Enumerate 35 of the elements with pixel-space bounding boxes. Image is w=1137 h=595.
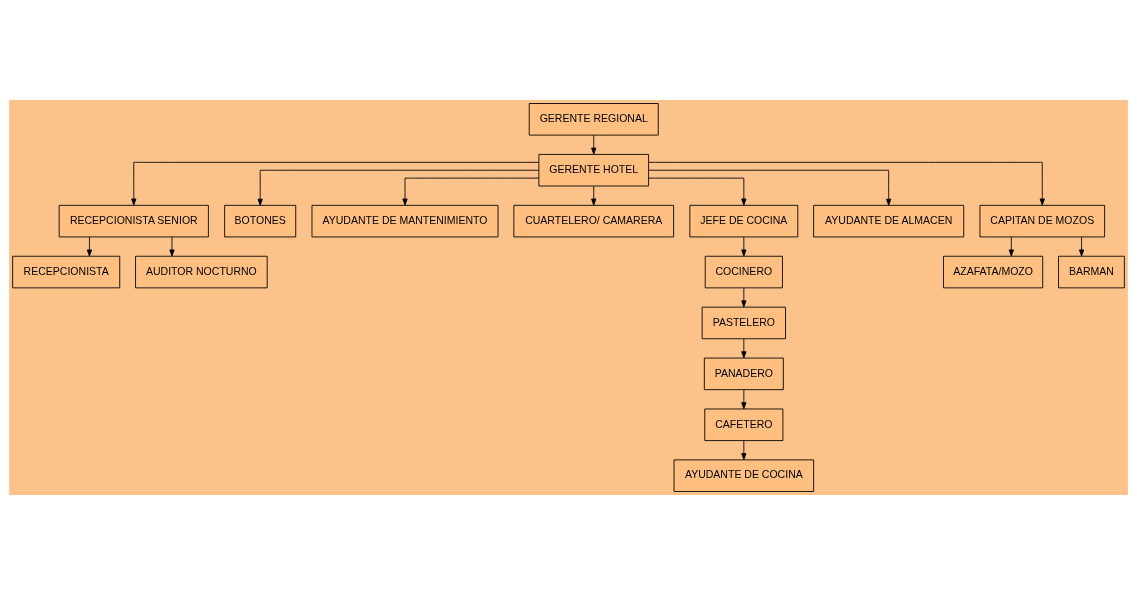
arrow	[1078, 236, 1085, 257]
arrow	[741, 236, 747, 257]
node-box: AYUDANTE DE COCINA	[673, 459, 815, 492]
arrow	[131, 161, 540, 206]
arrow	[741, 440, 747, 461]
node-box: RECEPCIONISTA	[12, 255, 121, 289]
node-box: AYUDANTE DE ALMACEN	[813, 204, 965, 238]
arrow	[591, 185, 597, 206]
arrow	[741, 287, 747, 308]
node-box: PASTELERO	[701, 306, 786, 340]
arrow	[1008, 236, 1014, 257]
node-box: RECEPCIONISTA SENIOR	[58, 204, 209, 238]
node-box: GERENTE REGIONAL	[528, 103, 659, 136]
arrow	[169, 236, 175, 257]
node-box: AZAFATA/MOZO	[943, 255, 1044, 289]
node-box: AUDITOR NOCTURNO	[135, 255, 268, 289]
node-box: GERENTE HOTEL	[538, 154, 650, 187]
arrow	[648, 161, 1045, 206]
arrow	[741, 389, 747, 410]
arrow	[86, 236, 93, 257]
node-box: COCINERO	[704, 255, 783, 289]
node-box: BARMAN	[1058, 255, 1125, 289]
node-box: AYUDANTE DE MANTENIMIENTO	[311, 204, 499, 238]
node-box: CUARTELERO/ CAMARERA	[513, 204, 675, 238]
arrow	[648, 169, 892, 206]
arrow	[591, 134, 597, 155]
arrow	[741, 338, 747, 359]
node-box: CAPITAN DE MOZOS	[979, 204, 1106, 238]
node-box: BOTONES	[224, 204, 297, 238]
arrow	[402, 177, 540, 206]
node-box: CAFETERO	[704, 408, 784, 441]
node-box: PANADERO	[703, 357, 784, 391]
node-box: JEFE DE COCINA	[689, 204, 799, 238]
arrow	[257, 169, 540, 206]
arrow	[648, 177, 747, 206]
